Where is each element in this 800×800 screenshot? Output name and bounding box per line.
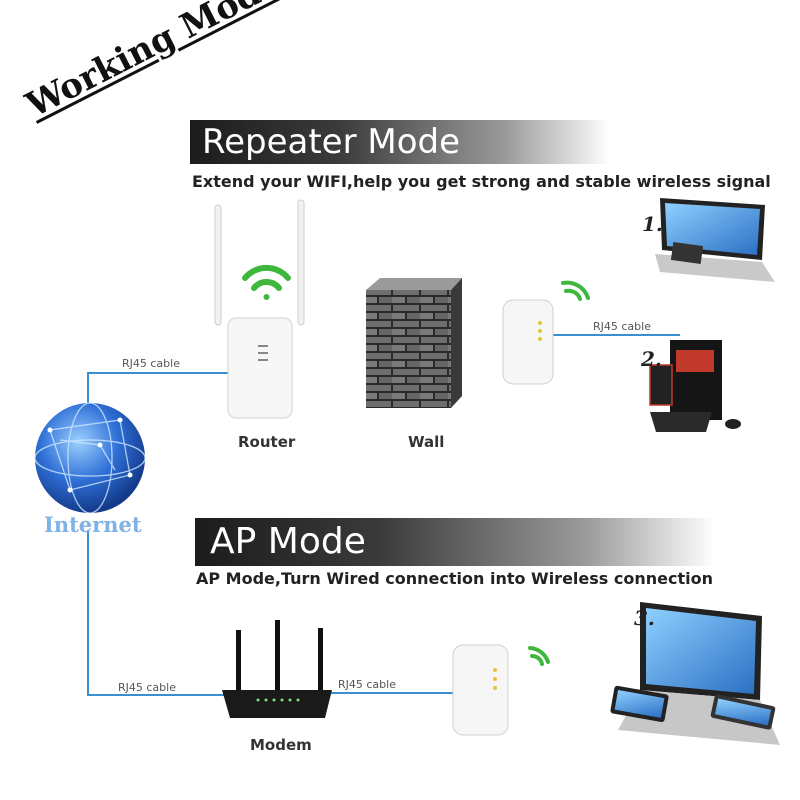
wifi-icon [242,264,291,300]
brick-wall-icon [366,278,462,408]
repeater-icon [452,644,509,736]
repeater-icon [502,299,554,385]
cable-label-pc: RJ45 cable [593,320,651,333]
repeater-mode-banner [190,120,610,164]
wall-label: Wall [408,433,445,451]
router-icon [214,199,305,419]
globe-icon [34,402,146,514]
router-label: Router [238,433,296,451]
repeater-mode-subtitle: Extend your WIFI,help you get strong and… [192,172,771,191]
ap-mode-banner [195,518,715,566]
laptop-icon [610,602,780,745]
wifi-icon [561,280,590,301]
number-2: 2. [641,347,662,371]
wifi-icon [528,646,550,666]
number-1: 1. [642,212,663,236]
desktop-pc-icon [649,340,741,432]
internet-label: Internet [44,512,142,537]
ap-mode-title: AP Mode [210,521,366,562]
cable-label-router: RJ45 cable [122,357,180,370]
repeater-mode-title: Repeater Mode [202,122,461,162]
modem-label: Modem [250,736,312,754]
ap-mode-subtitle: AP Mode,Turn Wired connection into Wirel… [196,569,713,588]
modem-icon [222,620,332,718]
cable-internet-modem [87,530,230,696]
cable-label-ap: RJ45 cable [338,678,396,691]
laptop-icon [655,198,775,282]
number-3: 3. [634,606,655,630]
cable-label-modem: RJ45 cable [118,681,176,694]
